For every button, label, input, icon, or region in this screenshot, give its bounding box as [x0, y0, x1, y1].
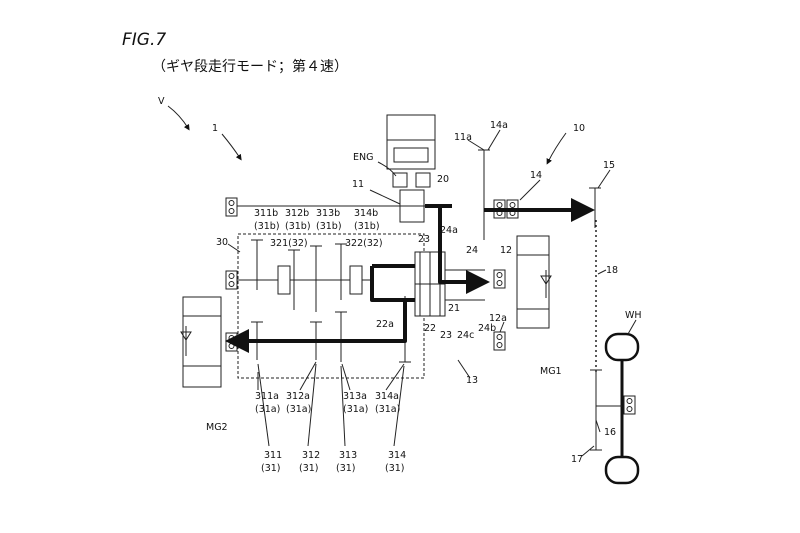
label-31b-2: (31b): [285, 221, 311, 232]
label-17: 17: [571, 454, 583, 465]
label-eng: ENG: [353, 152, 373, 163]
label-311b: 311b: [254, 208, 278, 219]
gearbox-frame: [237, 233, 425, 379]
label-1: 1: [212, 123, 218, 134]
label-31a-3: (31a): [343, 404, 368, 415]
label-mg2: MG2: [206, 422, 228, 433]
label-314b: 314b: [354, 208, 378, 219]
label-15: 15: [603, 160, 615, 171]
label-11a: 11a: [454, 132, 472, 143]
label-v: V: [158, 96, 165, 107]
label-313: 313: [339, 450, 357, 461]
figure-title: FIG.7: [122, 30, 167, 50]
label-31-4: (31): [385, 463, 405, 474]
label-31a-1: (31a): [255, 404, 280, 415]
label-23-top: 23: [418, 234, 430, 245]
label-31b-4: (31b): [354, 221, 380, 232]
label-312: 312: [302, 450, 320, 461]
label-12: 12: [500, 245, 512, 256]
output-shaft-14: [478, 149, 601, 240]
label-24a: 24a: [440, 225, 458, 236]
motor-generator-1: [493, 235, 552, 351]
label-22: 22: [424, 323, 436, 334]
label-20: 20: [437, 174, 449, 185]
motor-generator-2: [180, 296, 222, 388]
label-leaders: [227, 129, 637, 457]
label-10: 10: [573, 123, 585, 134]
label-31-1: (31): [261, 463, 281, 474]
label-322: 322(32): [345, 238, 383, 249]
label-31a-2: (31a): [286, 404, 311, 415]
label-311: 311: [264, 450, 282, 461]
bearing-left-mid: [225, 270, 238, 290]
label-312a: 312a: [286, 391, 310, 402]
label-16: 16: [604, 427, 616, 438]
label-24c: 24c: [457, 330, 474, 341]
leader-1: [221, 133, 242, 161]
label-24: 24: [466, 245, 478, 256]
label-wh: WH: [625, 310, 642, 321]
label-314: 314: [388, 450, 406, 461]
label-23-bottom: 23: [440, 330, 452, 341]
label-21: 21: [448, 303, 460, 314]
label-14: 14: [530, 170, 542, 181]
gear-pairs: [251, 239, 411, 363]
bearing-left-low: [225, 332, 238, 352]
label-31-3: (31): [336, 463, 356, 474]
label-312b: 312b: [285, 208, 309, 219]
label-14a: 14a: [490, 120, 508, 131]
label-13: 13: [466, 375, 478, 386]
label-11: 11: [352, 179, 364, 190]
label-321: 321(32): [270, 238, 308, 249]
label-22a: 22a: [376, 319, 394, 330]
label-313a: 313a: [343, 391, 367, 402]
power-flow-path: [225, 198, 595, 353]
label-31b-3: (31b): [316, 221, 342, 232]
label-12a: 12a: [489, 313, 507, 324]
label-18: 18: [606, 265, 618, 276]
wheel-assembly: [590, 332, 640, 485]
label-311a: 311a: [255, 391, 279, 402]
label-31-2: (31): [299, 463, 319, 474]
leader-10: [546, 132, 567, 165]
label-313b: 313b: [316, 208, 340, 219]
label-31a-4: (31a): [375, 404, 400, 415]
label-30: 30: [216, 237, 228, 248]
planetary-gear: [414, 251, 485, 317]
label-314a: 314a: [375, 391, 399, 402]
leader-v: [167, 105, 190, 131]
label-mg1: MG1: [540, 366, 562, 377]
bearing-left-top: [225, 197, 238, 217]
figure-subtitle: （ギヤ段走行モード；第４速）: [152, 59, 348, 75]
label-24b: 24b: [478, 323, 496, 334]
label-31b-1: (31b): [254, 221, 280, 232]
